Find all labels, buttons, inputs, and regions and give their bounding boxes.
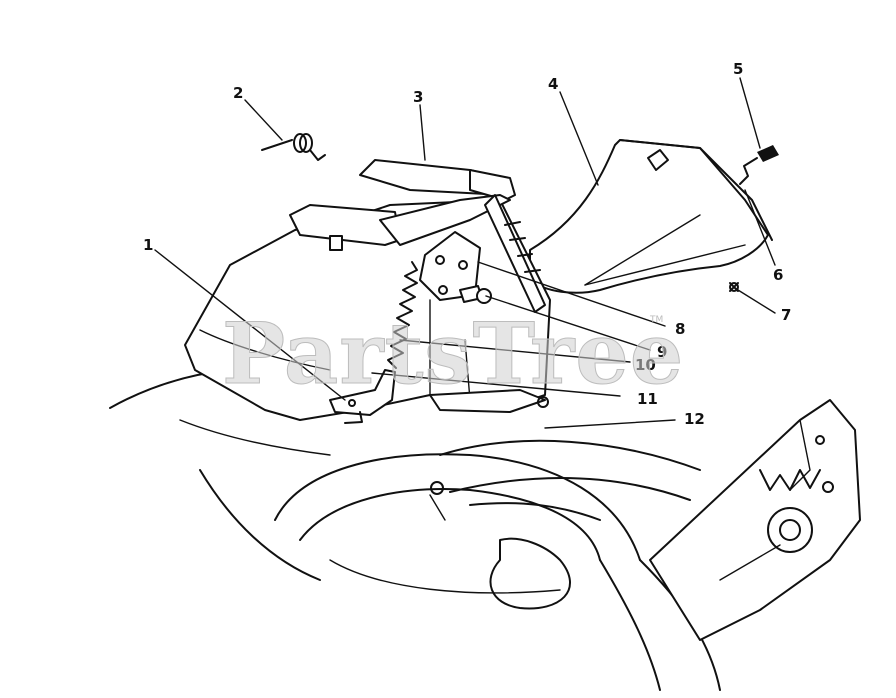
discharge-chute — [529, 139, 773, 294]
watermark-trademark: TM — [649, 315, 663, 325]
latch-pin — [739, 145, 779, 185]
spring-bracket — [329, 369, 396, 424]
callout-11: 11 — [637, 390, 658, 408]
callout-7: 7 — [781, 306, 791, 324]
callout-10: 10 — [635, 356, 656, 374]
callout-5: 5 — [733, 60, 743, 78]
watermark-text: PartsTree — [222, 304, 684, 403]
callout-1: 1 — [143, 236, 153, 254]
extension-spring — [387, 261, 418, 369]
callout-6: 6 — [773, 266, 783, 284]
callout-numbers: 1 2 3 4 5 6 7 8 9 10 11 12 — [143, 60, 791, 428]
hinge-plate — [419, 231, 481, 301]
callout-4: 4 — [548, 75, 558, 93]
torsion-spring — [261, 133, 326, 161]
callout-2: 2 — [233, 84, 243, 102]
height-adjuster-bracket — [649, 399, 861, 641]
screw — [729, 282, 739, 292]
callout-9: 9 — [657, 343, 667, 361]
callout-12: 12 — [684, 410, 705, 428]
hinge-rod-assembly — [289, 159, 546, 313]
bolt — [459, 285, 492, 304]
mower-deck — [109, 367, 721, 691]
callout-8: 8 — [675, 320, 685, 338]
callout-3: 3 — [413, 88, 423, 106]
leader-lines — [154, 77, 776, 429]
